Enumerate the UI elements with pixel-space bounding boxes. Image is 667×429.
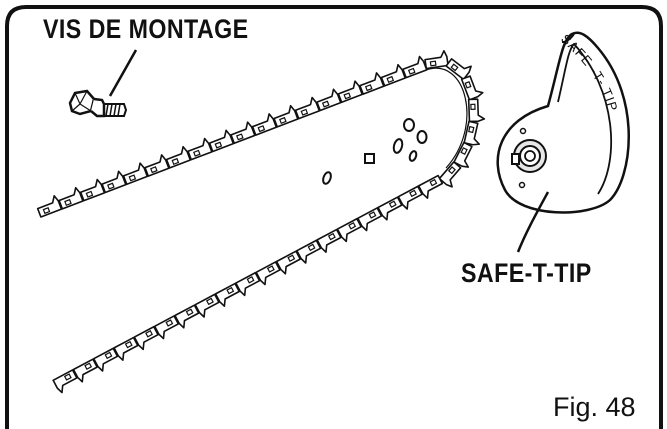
chain-link (72, 358, 98, 383)
chain-link (194, 293, 220, 318)
bar-hole (416, 130, 428, 144)
chain-link (113, 336, 139, 361)
mounting-screw-label: VIS DE MONTAGE (43, 14, 249, 44)
chain-link (336, 217, 362, 243)
chain-link (122, 162, 149, 186)
figure-frame (5, 5, 663, 429)
chain-link (359, 72, 385, 95)
chain-link (174, 304, 200, 329)
chain-link (356, 207, 383, 232)
safe-t-tip-guard: SAFE -T- TIP (496, 31, 630, 214)
chain-link (187, 137, 213, 161)
chain-link (230, 121, 256, 145)
tip-guard-rivet (518, 181, 526, 189)
chain-link (255, 261, 281, 286)
chain-link (438, 161, 462, 188)
chain-link (402, 55, 428, 79)
chain-link (165, 145, 192, 169)
bar-slot (364, 153, 375, 164)
chain-link (417, 174, 444, 199)
chain-link (316, 228, 342, 253)
figure-number: Fig. 48 (553, 392, 636, 422)
chain-link (101, 170, 127, 194)
chain-link (251, 113, 278, 136)
chain-link (52, 369, 78, 394)
chain-link (58, 186, 84, 210)
chain-link (397, 185, 423, 210)
chain-link (79, 178, 106, 202)
bar-hole (403, 118, 415, 132)
tip-guard-slot (511, 153, 520, 165)
chain-link (453, 141, 473, 168)
chain-link (275, 250, 302, 275)
tip-guard-rivet (519, 127, 527, 135)
bar-hole (408, 150, 418, 162)
chain-link (460, 75, 484, 101)
screw-leader-line (108, 49, 138, 97)
chain-link (337, 80, 364, 104)
chain-link (153, 315, 180, 340)
mounting-screw-icon (68, 89, 128, 118)
chain-link (467, 98, 486, 123)
chain-link (214, 282, 241, 307)
safe-t-tip-label: SAFE-T-TIP (461, 258, 592, 288)
tip-guard-rim (557, 42, 612, 195)
chain-link (424, 50, 449, 70)
chain-link (463, 120, 481, 146)
chain-link (36, 195, 63, 218)
chain-link (316, 88, 342, 112)
tip-guard-notch (561, 33, 575, 43)
saw-chain (36, 50, 486, 394)
chain-link (273, 104, 299, 128)
guide-bar-groove (47, 67, 468, 209)
chain-link (445, 58, 472, 81)
chain-link (377, 196, 403, 221)
bar-hole (392, 138, 404, 154)
chain-link (235, 271, 261, 297)
chain-link (380, 63, 407, 87)
bar-hole (322, 171, 332, 185)
chain-link (144, 154, 170, 177)
safe-t-tip-leader-line (516, 191, 550, 253)
chain-link (294, 96, 321, 120)
chain-link (208, 129, 235, 153)
chain-link (133, 325, 159, 351)
tip-guard-hub-bore (524, 150, 536, 162)
chain-link (92, 347, 119, 372)
chain-link (296, 239, 322, 264)
